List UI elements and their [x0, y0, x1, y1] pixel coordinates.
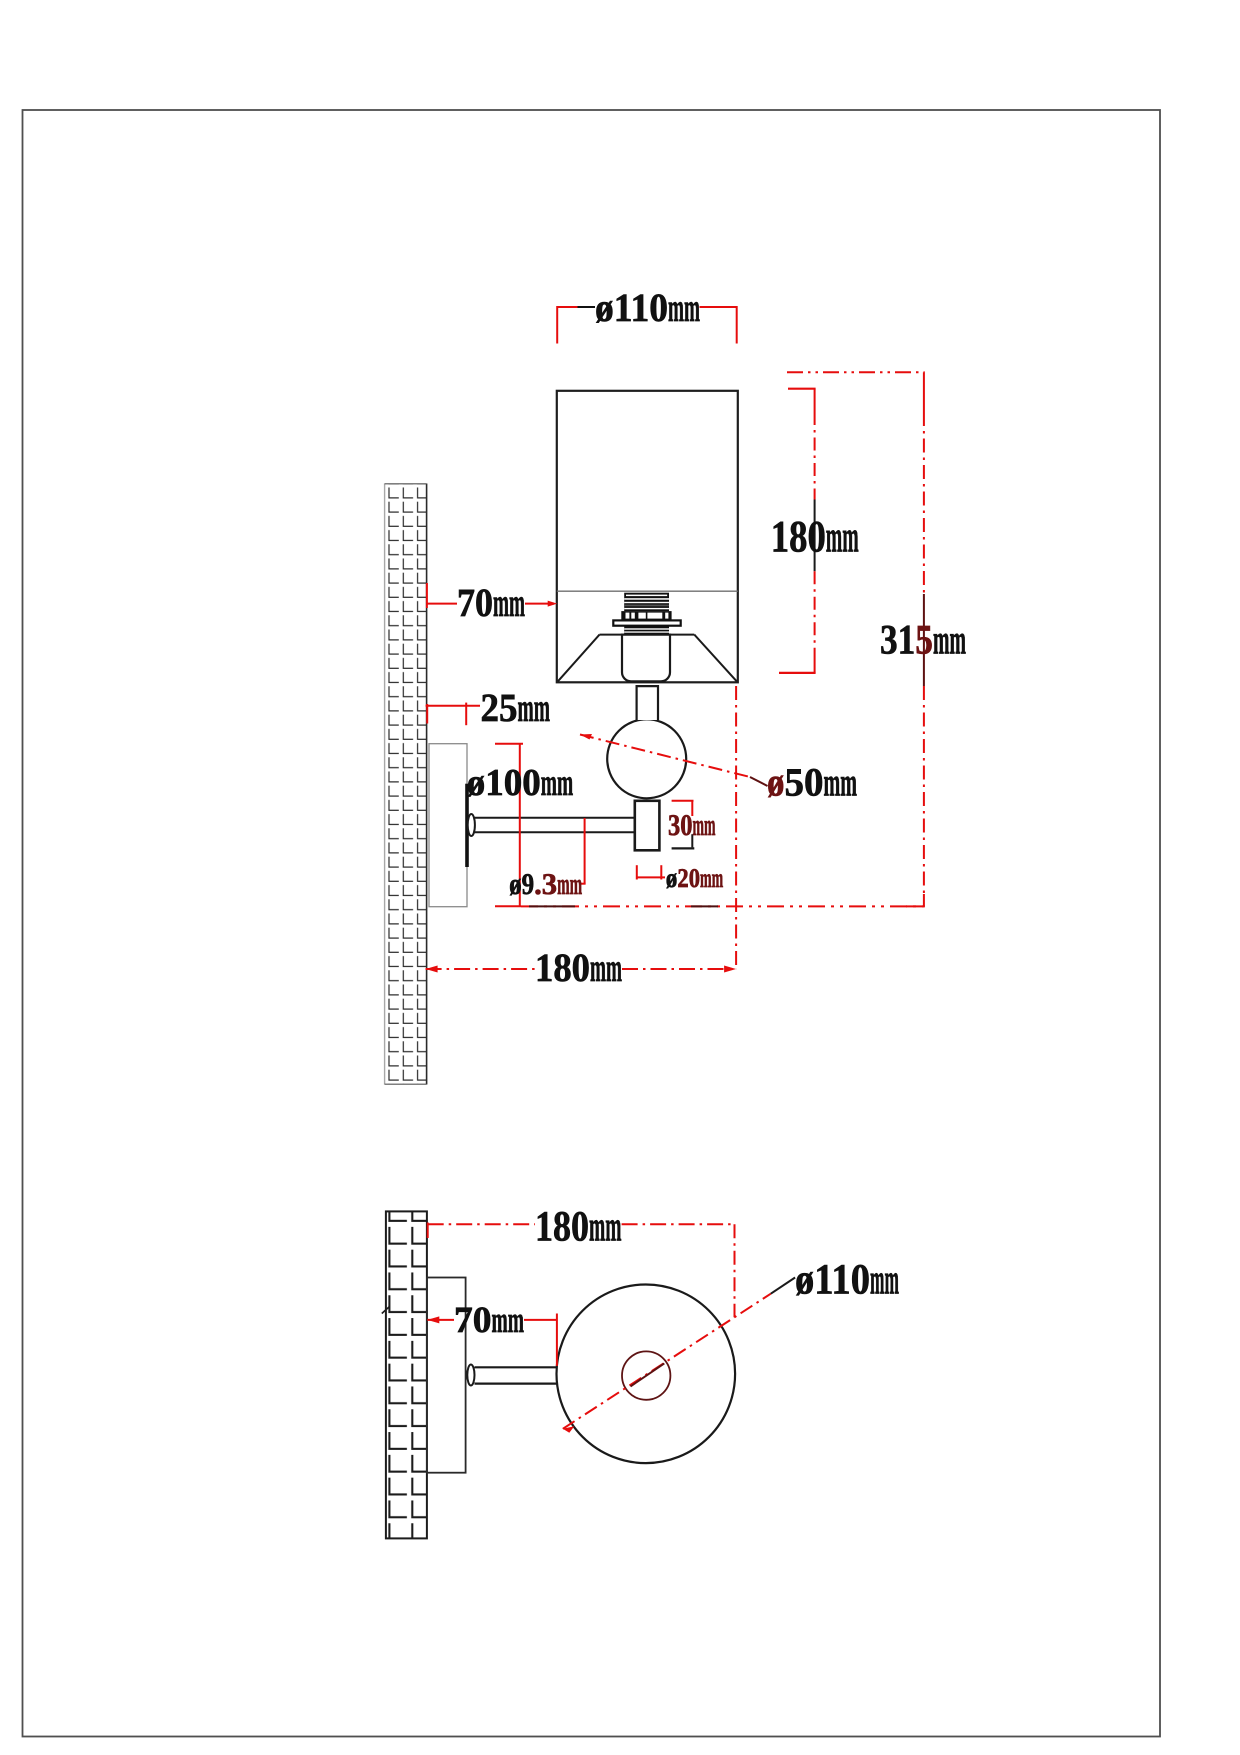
svg-text:ø50mm: ø50mm	[767, 760, 857, 805]
svg-text:ø20mm: ø20mm	[666, 863, 724, 893]
svg-text:70mm: 70mm	[457, 580, 525, 625]
svg-text:180mm: 180mm	[535, 945, 622, 990]
svg-text:ø100mm: ø100mm	[467, 762, 573, 804]
svg-text:25mm: 25mm	[481, 685, 551, 730]
svg-text:180mm: 180mm	[535, 1204, 622, 1251]
svg-text:70mm: 70mm	[454, 1300, 524, 1341]
svg-text:ø110mm: ø110mm	[595, 285, 700, 330]
svg-text:ø110mm: ø110mm	[795, 1257, 899, 1304]
svg-text:180mm: 180mm	[771, 512, 859, 562]
svg-text:30mm: 30mm	[668, 809, 716, 842]
svg-text:ø9.3mm: ø9.3mm	[509, 868, 582, 901]
svg-text:315mm: 315mm	[880, 618, 966, 664]
